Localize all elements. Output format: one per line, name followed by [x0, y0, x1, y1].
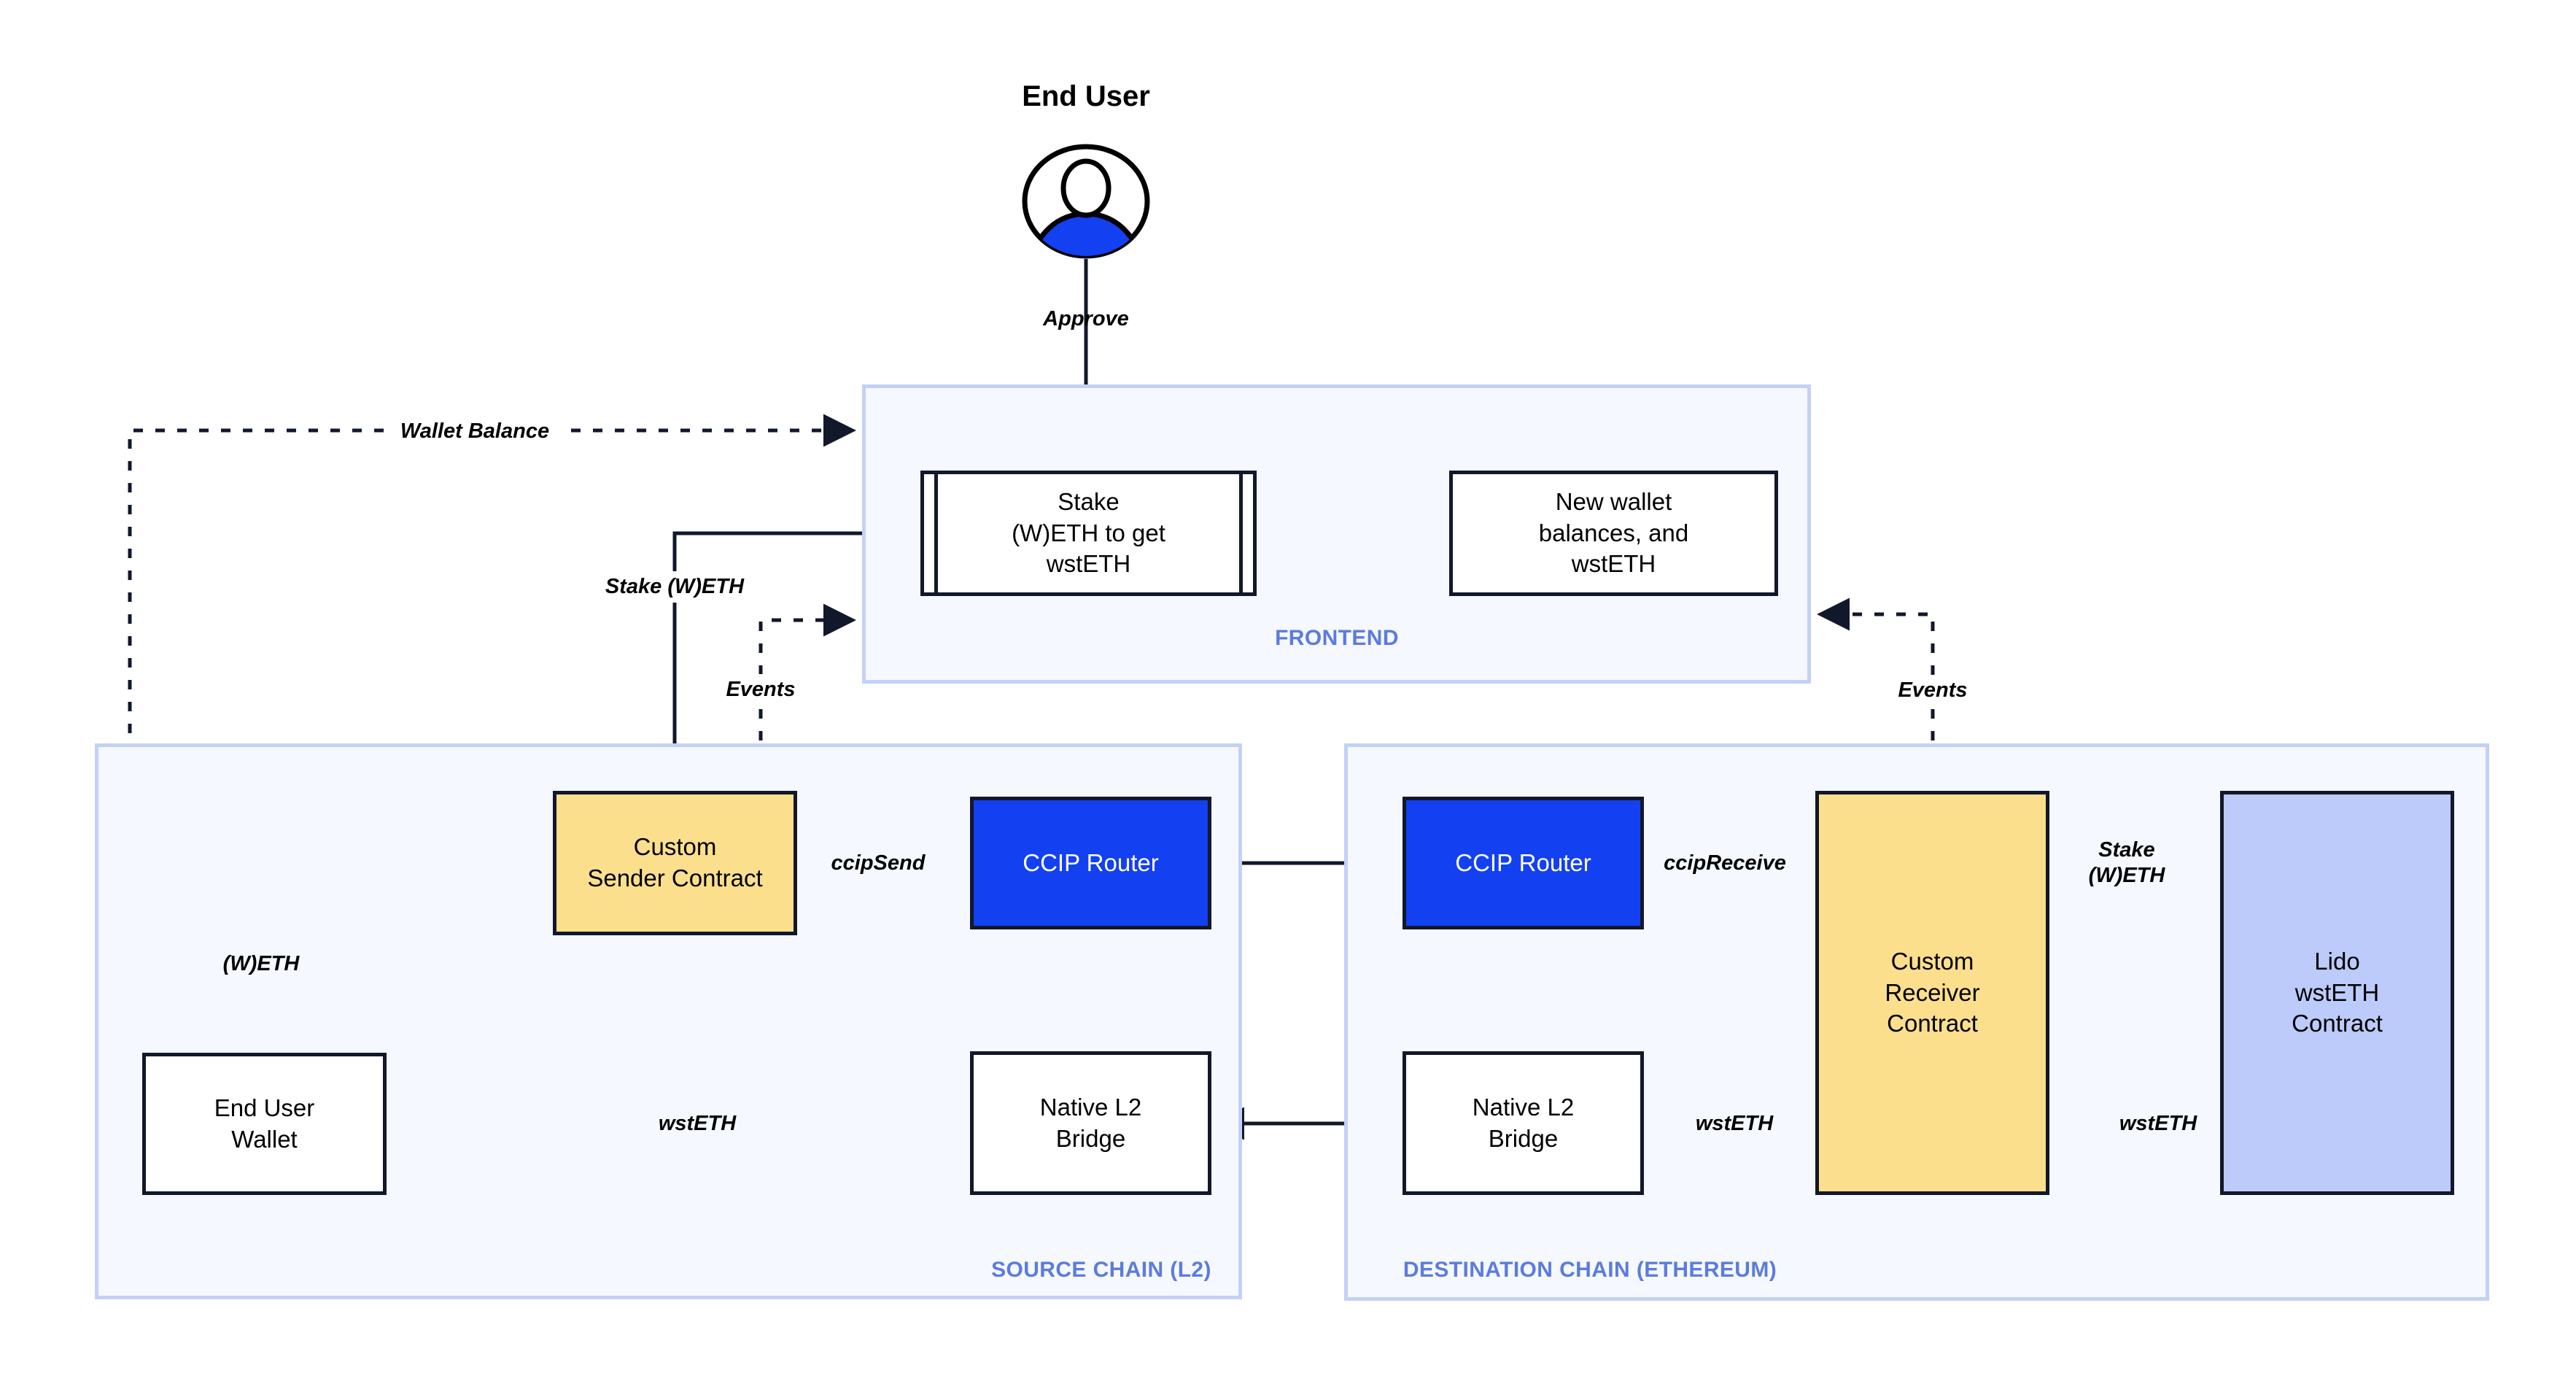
node-router-source[interactable]: CCIP Router: [970, 797, 1211, 929]
edge-stake-weth: [658, 531, 920, 788]
edge-label-ccipsend: ccipSend: [823, 851, 933, 877]
node-sender-contract[interactable]: Custom Sender Contract: [553, 791, 797, 935]
edge-label-stake-weth-dest: Stake (W)ETH: [2082, 838, 2171, 889]
node-stake-form[interactable]: Stake (W)ETH to get wstETH: [920, 471, 1257, 596]
user-actor-icon: [1022, 144, 1150, 259]
edge-label-wsteth-bridge: wstETH: [1688, 1111, 1781, 1137]
node-bridge-source[interactable]: Native L2 Bridge: [970, 1051, 1211, 1195]
node-lido-contract[interactable]: Lido wstETH Contract: [2220, 791, 2454, 1195]
edge-label-wallet-balance: Wallet Balance: [387, 416, 563, 448]
panel-label-destination-chain: DESTINATION CHAIN (ETHEREUM): [1403, 1258, 1777, 1282]
edge-label-events-dest: Events: [1888, 675, 1978, 707]
edge-label-weth: (W)ETH: [212, 948, 310, 981]
node-receiver-contract[interactable]: Custom Receiver Contract: [1815, 791, 2049, 1195]
node-new-balances[interactable]: New wallet balances, and wstETH: [1449, 471, 1778, 596]
edge-events-dest: [1816, 597, 1935, 784]
edge-events-source: [759, 603, 857, 784]
node-end-user-wallet[interactable]: End User Wallet: [142, 1053, 387, 1195]
panel-label-frontend: FRONTEND: [1275, 626, 1399, 650]
panel-label-source-chain: SOURCE CHAIN (L2): [991, 1258, 1211, 1282]
node-bridge-dest[interactable]: Native L2 Bridge: [1403, 1051, 1644, 1195]
actor-label: End User: [1022, 80, 1150, 112]
node-router-dest[interactable]: CCIP Router: [1403, 797, 1644, 929]
edge-label-approve: Approve: [1043, 307, 1129, 330]
edge-label-stake-weth: Stake (W)ETH: [594, 571, 755, 603]
edge-label-wsteth-wallet: wstETH: [648, 1111, 747, 1137]
edge-label-ccipreceive: ccipReceive: [1656, 851, 1793, 877]
edge-label-events-source: Events: [715, 674, 806, 706]
edge-label-wsteth-lido: wstETH: [2111, 1111, 2205, 1137]
